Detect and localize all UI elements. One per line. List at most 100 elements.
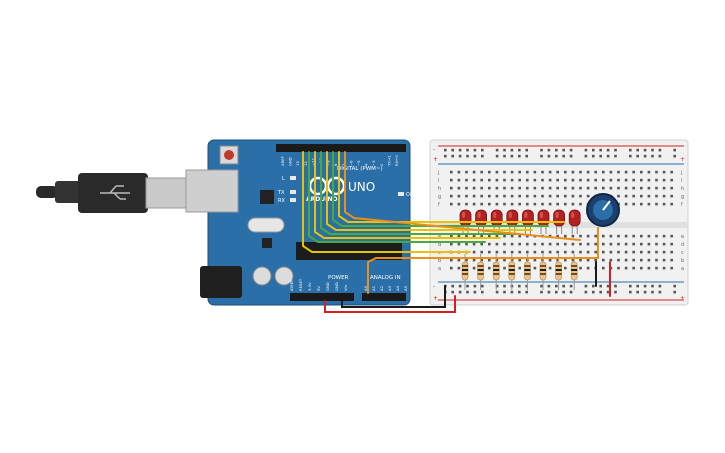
- row-letter: d: [681, 242, 684, 248]
- model-label: UNO: [348, 180, 375, 194]
- crystal: [247, 217, 285, 233]
- pin-label: GND: [288, 157, 293, 166]
- resistor: [555, 254, 562, 290]
- row-letter: h: [438, 186, 441, 192]
- row-letter: f: [681, 202, 683, 208]
- pin-label: A2: [379, 285, 384, 291]
- led-l-label: L: [282, 176, 285, 182]
- pin-label: ~9: [326, 160, 331, 166]
- led: [568, 209, 581, 234]
- led-on-label: ON: [406, 192, 414, 198]
- resistor: [477, 254, 484, 290]
- wire-5v-red: [324, 295, 456, 313]
- wire-pin-11: [314, 151, 501, 239]
- rail-plus-bottom-left: +: [433, 295, 438, 302]
- led-rx-indicator: [290, 198, 296, 202]
- row-letter: j: [437, 170, 439, 176]
- led-rx-label: RX: [278, 198, 285, 204]
- row-letter: h: [681, 186, 684, 192]
- led-tx-label: TX: [277, 190, 285, 196]
- row-letter: g: [438, 194, 441, 200]
- pin-label: A1: [371, 285, 376, 291]
- regulator-chip: [262, 238, 272, 248]
- row-letter: d: [438, 242, 441, 248]
- wire-pin-6: [344, 151, 581, 241]
- pin-label: IOREF: [289, 280, 294, 291]
- row-letter: a: [438, 266, 441, 272]
- pin-label: 3.3V: [307, 282, 312, 291]
- resistor-array: [461, 254, 578, 290]
- wires: [302, 151, 611, 313]
- led-l-indicator: [290, 176, 296, 180]
- pin-label: Vin: [343, 284, 348, 291]
- analog-header: [362, 293, 406, 301]
- pin-label: GND: [325, 282, 330, 291]
- pin-label: ~6: [348, 160, 353, 166]
- pin-label: ~3: [371, 160, 376, 166]
- row-letter: c: [681, 250, 684, 256]
- breadboard-holes: [444, 148, 676, 294]
- pin-label: RESET: [298, 278, 303, 291]
- digital-header: [276, 144, 406, 152]
- wire-gnd-black: [341, 285, 446, 308]
- pin-label: 4: [364, 163, 369, 166]
- pin-label: TX→1: [386, 155, 391, 167]
- usb-icon: [100, 185, 130, 200]
- row-letter: i: [681, 178, 682, 184]
- usb-port: [185, 169, 239, 213]
- pin-label: AREF: [280, 156, 285, 166]
- pin-label: GND: [334, 282, 339, 291]
- row-letter: b: [438, 258, 441, 264]
- reset-button-cap: [224, 150, 234, 160]
- row-letter: j: [680, 170, 682, 176]
- pin-label: 7: [341, 163, 346, 166]
- led-on-indicator: [398, 192, 404, 196]
- pin-label: 12: [303, 161, 308, 166]
- wire-a0-potentiometer: [367, 227, 599, 294]
- power-label: POWER: [328, 275, 349, 281]
- resistor: [524, 254, 531, 290]
- resistor: [508, 254, 516, 290]
- resistor: [492, 254, 500, 290]
- rail-minus-top-left: -: [433, 146, 435, 153]
- wire-pin-10: [320, 151, 517, 235]
- potentiometer-knob-indicator: [602, 200, 611, 211]
- row-letter: e: [681, 234, 684, 240]
- wire-pin-7: [338, 151, 565, 223]
- wire-pin-13: [302, 151, 471, 253]
- capacitor-1: [252, 266, 272, 286]
- usb-cable: [36, 173, 189, 213]
- row-letter: b: [681, 258, 684, 264]
- potentiometer[interactable]: [586, 193, 620, 227]
- wire-pin-9: [326, 151, 533, 231]
- capacitor-2: [274, 266, 294, 286]
- rail-minus-bottom-left: -: [433, 283, 435, 290]
- row-letter: i: [438, 178, 439, 184]
- resistor: [539, 254, 547, 290]
- power-jack: [200, 266, 242, 298]
- led-tx-indicator: [290, 190, 296, 194]
- pin-label: 2: [379, 163, 384, 166]
- pin-label: RX←0: [394, 155, 399, 166]
- wire-pin-12: [308, 151, 486, 243]
- rail-plus-bottom-right: +: [680, 295, 685, 302]
- rail-plus-top-left: +: [433, 156, 438, 163]
- usb-chip: [260, 190, 274, 204]
- power-header: [290, 293, 354, 301]
- digital-pwm-label: DIGITAL (PWM~): [337, 166, 383, 172]
- row-letter: a: [681, 266, 684, 272]
- resistor: [570, 254, 578, 290]
- pin-label: A3: [387, 285, 392, 291]
- pin-label: ~11: [310, 157, 315, 166]
- pin-label: 8: [333, 163, 338, 166]
- rail-plus-top-right: +: [680, 156, 685, 163]
- pin-label: A4: [395, 285, 400, 291]
- pin-label: A0: [363, 285, 368, 291]
- row-letter: f: [438, 202, 440, 208]
- analog-in-label: ANALOG IN: [370, 275, 401, 281]
- pin-label: ~5: [356, 160, 361, 166]
